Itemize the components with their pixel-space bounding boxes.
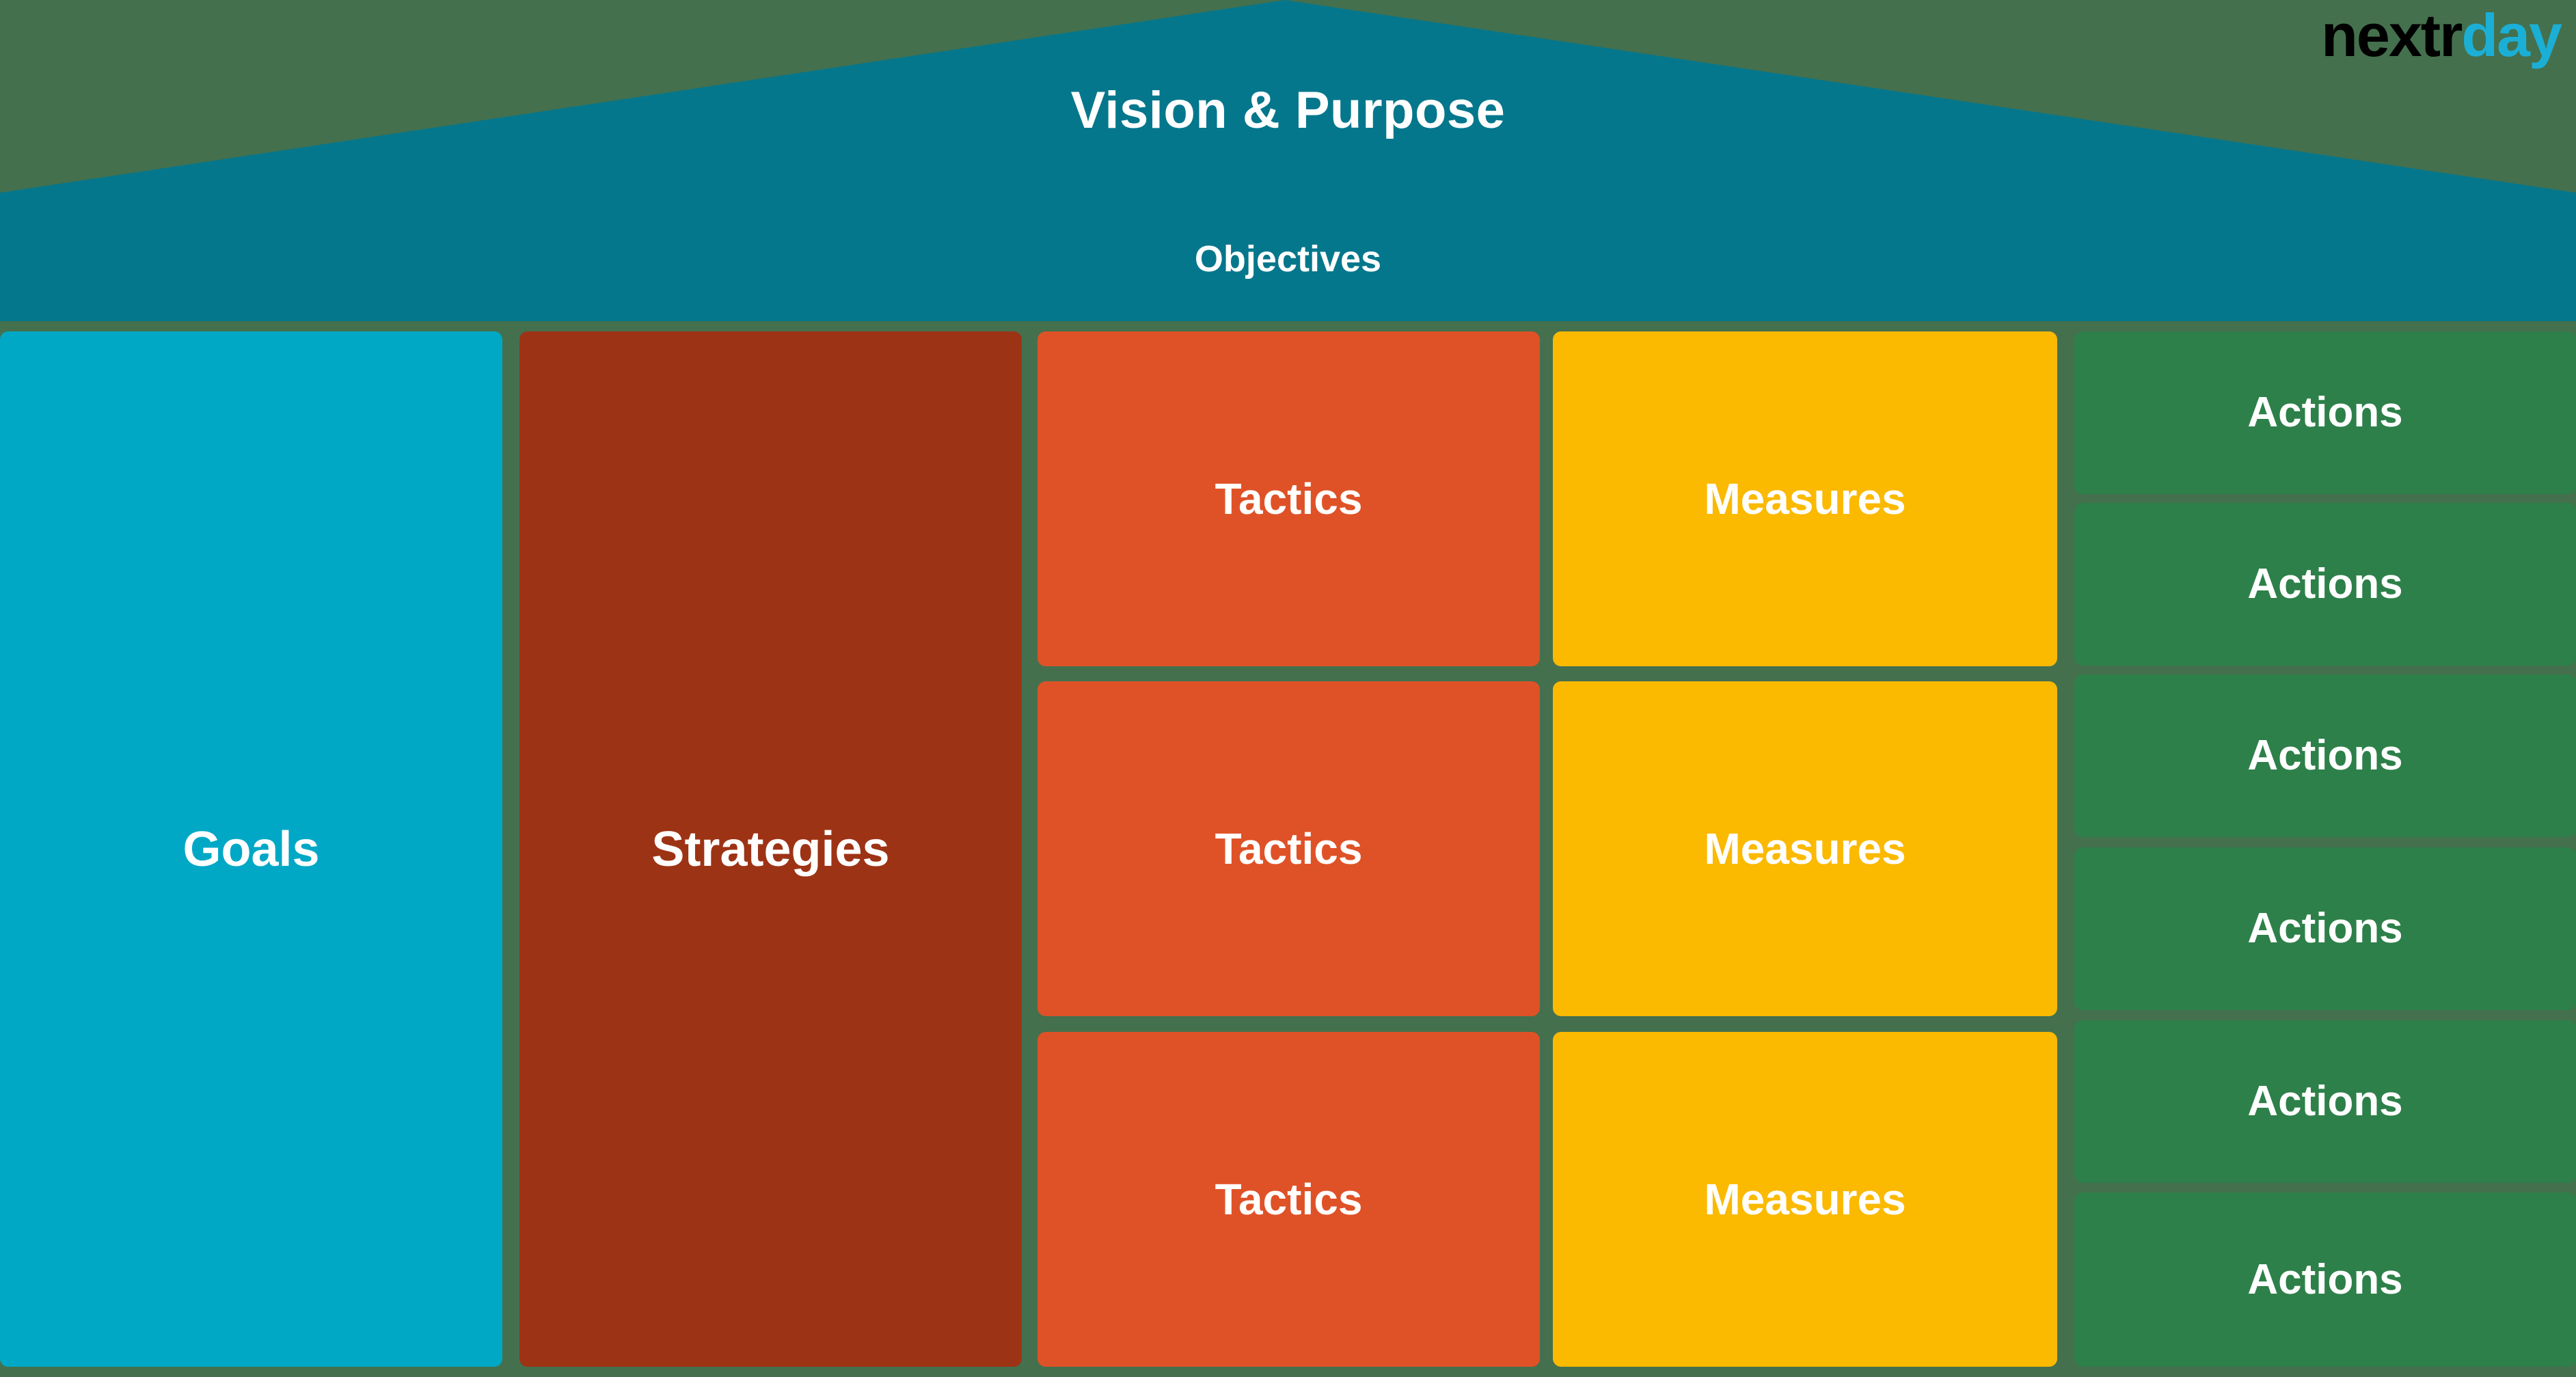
actions-label: Actions: [2247, 1078, 2403, 1125]
actions-box-6[interactable]: Actions: [2074, 1192, 2576, 1367]
tactics-box-1[interactable]: Tactics: [1038, 331, 1540, 666]
tactics-label: Tactics: [1215, 824, 1363, 873]
measures-box-2[interactable]: Measures: [1553, 681, 2057, 1016]
actions-label: Actions: [2247, 560, 2403, 608]
vision-purpose-label: Vision & Purpose: [1070, 81, 1506, 139]
objectives-label: Objectives: [1194, 238, 1382, 280]
pillars-grid: Goals Strategies Tactics Measures Tactic…: [0, 331, 2576, 1367]
actions-label: Actions: [2247, 389, 2403, 436]
actions-box-2[interactable]: Actions: [2074, 503, 2576, 666]
actions-label: Actions: [2247, 905, 2403, 952]
measures-box-1[interactable]: Measures: [1553, 331, 2057, 666]
measures-label: Measures: [1704, 1175, 1906, 1224]
actions-box-3[interactable]: Actions: [2074, 674, 2576, 837]
measures-label: Measures: [1704, 474, 1906, 523]
nextrday-logo: nextrday: [2321, 5, 2562, 66]
tactics-label: Tactics: [1215, 474, 1363, 523]
actions-box-5[interactable]: Actions: [2074, 1020, 2576, 1183]
tactics-label: Tactics: [1215, 1175, 1363, 1224]
objectives-band: Objectives: [0, 197, 2576, 321]
strategies-label: Strategies: [651, 821, 890, 877]
strategies-column[interactable]: Strategies: [519, 331, 1022, 1367]
actions-label: Actions: [2247, 732, 2403, 779]
actions-label: Actions: [2247, 1255, 2403, 1303]
roof-shape: [0, 0, 2576, 198]
tactics-box-2[interactable]: Tactics: [1038, 681, 1540, 1016]
actions-box-1[interactable]: Actions: [2074, 331, 2576, 494]
goals-column[interactable]: Goals: [0, 331, 502, 1367]
goals-label: Goals: [182, 821, 320, 877]
actions-box-4[interactable]: Actions: [2074, 847, 2576, 1010]
logo-accent-text: day: [2461, 1, 2562, 69]
measures-label: Measures: [1704, 824, 1906, 873]
tactics-box-3[interactable]: Tactics: [1038, 1032, 1540, 1367]
logo-primary-text: nextr: [2321, 1, 2463, 69]
measures-box-3[interactable]: Measures: [1553, 1032, 2057, 1367]
